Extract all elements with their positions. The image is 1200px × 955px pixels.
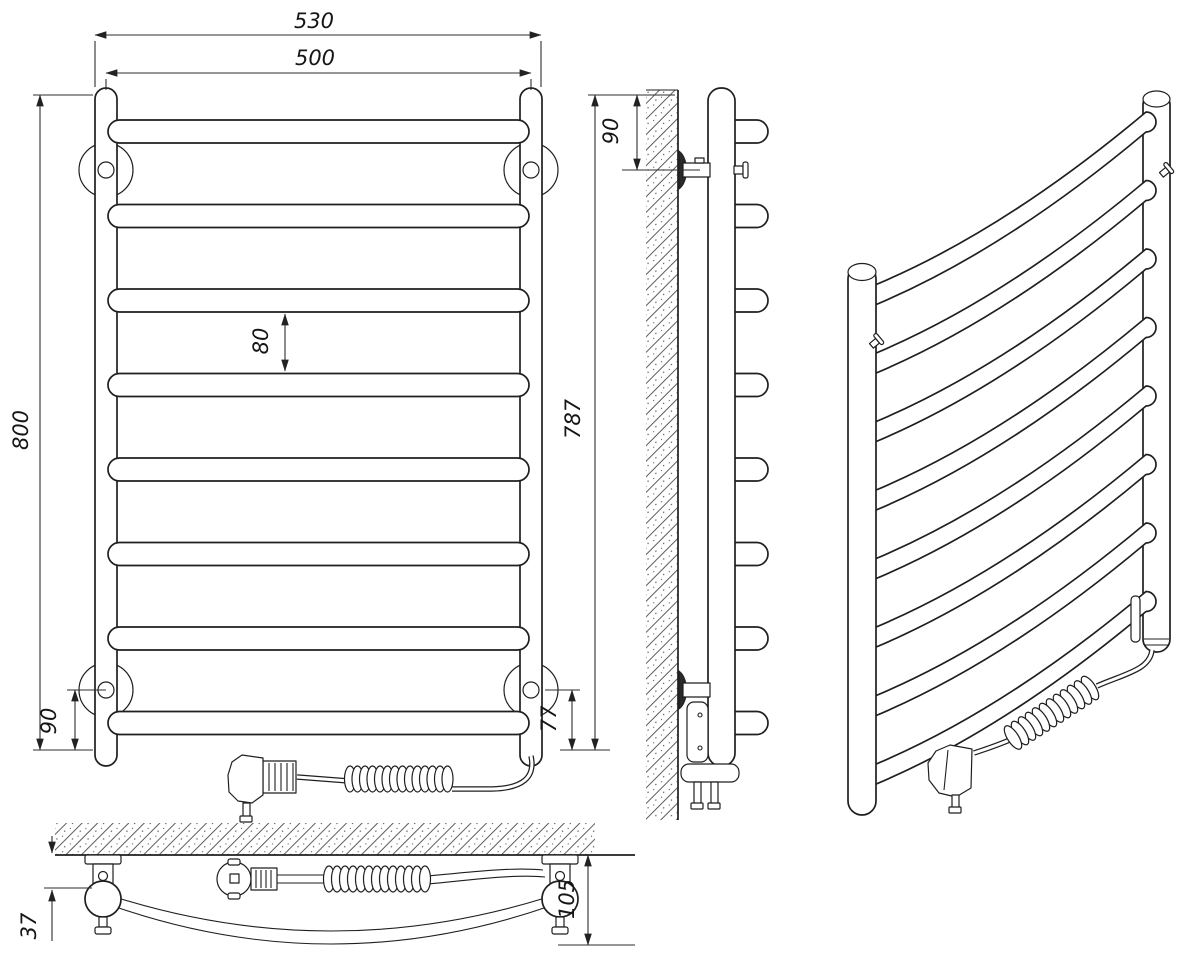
rung	[874, 248, 1157, 443]
rung	[874, 385, 1157, 580]
left-tube	[94, 87, 118, 767]
persp-rungs	[874, 111, 1157, 786]
bracket-hole	[97, 161, 115, 179]
dim-front-height: 800	[9, 410, 33, 450]
side-view	[646, 87, 769, 820]
persp-left-tube	[847, 264, 877, 816]
bracket-hole	[97, 870, 109, 882]
screw	[1158, 161, 1175, 178]
rung	[107, 119, 530, 144]
persp-right-tube	[1142, 91, 1171, 653]
rung	[107, 372, 530, 398]
rung	[874, 453, 1157, 649]
side-plug	[680, 701, 740, 810]
tube-section	[84, 880, 122, 918]
rung	[107, 626, 530, 651]
bracket-hole	[522, 161, 540, 179]
plug	[927, 744, 973, 814]
rung	[107, 457, 530, 482]
plug-prong	[693, 781, 702, 805]
right-tube	[519, 87, 543, 767]
rail-curve-inner	[117, 897, 546, 932]
rung	[107, 288, 530, 313]
rung	[107, 203, 530, 229]
dim-bottom-rail-depth: 105	[555, 879, 579, 919]
bracket-hole	[522, 681, 540, 699]
dim-front-rung-gap: 80	[249, 328, 273, 355]
dim-front-outer-width: 530	[294, 9, 334, 33]
cord-coil	[322, 865, 432, 893]
screw	[868, 332, 885, 349]
plug-prong	[242, 802, 251, 818]
cord-coil	[343, 765, 454, 793]
side-tube	[707, 87, 736, 767]
rungs	[107, 119, 530, 736]
dim-side-bottom-offset: 77	[537, 705, 561, 732]
persp-cord	[927, 595, 1155, 814]
plug-prong	[710, 781, 719, 805]
front-view	[78, 87, 559, 823]
dim-side-height: 787	[561, 398, 585, 439]
screw	[551, 916, 569, 935]
rail-curve-outer	[112, 905, 551, 945]
rung	[874, 522, 1157, 717]
rung	[874, 316, 1157, 512]
wall-hatch	[55, 823, 595, 855]
bottom-cord	[216, 858, 546, 900]
wall-hatch	[646, 90, 678, 820]
side-bracket-top	[678, 150, 749, 190]
screw	[733, 165, 744, 175]
dim-side-top-offset: 90	[599, 118, 623, 145]
perspective-view	[847, 90, 1175, 816]
dimensions: 530 500 800 80 90 90 787 77 37	[9, 9, 700, 946]
cord-coil	[1003, 675, 1100, 750]
bottom-left-bracket	[84, 854, 122, 889]
side-bracket-bottom	[678, 670, 711, 710]
rung	[874, 590, 1157, 786]
plug	[227, 754, 297, 823]
bottom-view	[55, 823, 635, 945]
screw	[94, 916, 112, 935]
rung	[874, 179, 1157, 375]
rung	[107, 541, 530, 567]
dim-front-inner-width: 500	[295, 46, 335, 70]
dim-bottom-bracket-depth: 37	[17, 912, 41, 939]
power-cord	[227, 754, 535, 823]
rung	[107, 710, 530, 736]
rung	[874, 111, 1157, 306]
dim-front-bottom-offset: 90	[37, 708, 61, 735]
